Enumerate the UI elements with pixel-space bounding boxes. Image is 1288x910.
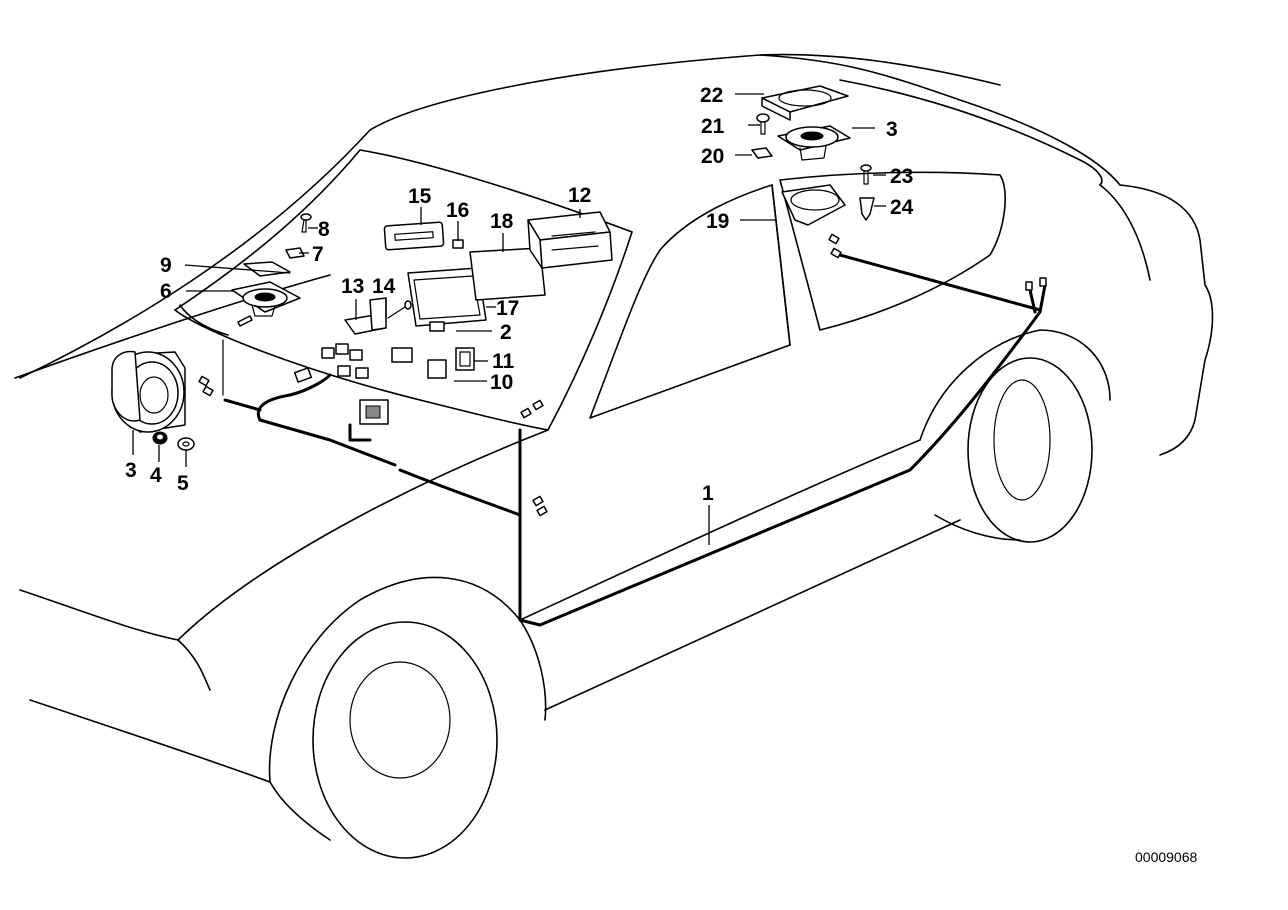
callout-14: 14: [372, 275, 396, 298]
callout-2: 2: [500, 321, 512, 344]
callout-20: 20: [701, 145, 724, 168]
radio-frame-part: [407, 267, 487, 327]
callout-7: 7: [312, 243, 324, 266]
callout-6: 6: [160, 280, 172, 303]
bracket-part: [344, 297, 387, 335]
small-plug-part: [452, 239, 464, 249]
callout-4: 4: [150, 464, 162, 487]
rear-screw-part: [860, 164, 872, 185]
radio-unit-part: [383, 221, 445, 251]
callout-24: 24: [890, 196, 914, 219]
callout-12: 12: [568, 184, 591, 207]
mount-screw-part: [237, 315, 253, 327]
callout-labels: 1 2 3 3 4 5 6 7 8 9 10 11 12 13 14 15 16…: [125, 84, 914, 505]
washer-part: [177, 437, 195, 451]
rear-speaker-cover-part: [761, 85, 849, 121]
wiring-harness: [198, 233, 1047, 627]
connector-plug-door: [532, 495, 548, 517]
expanding-rivet-part: [859, 197, 875, 221]
callout-1: 1: [702, 482, 714, 505]
callout-5: 5: [177, 472, 189, 495]
callout-22: 22: [700, 84, 723, 107]
speaker-clip-part: [751, 147, 773, 159]
callout-8: 8: [318, 218, 330, 241]
tweeter-speaker-part: [231, 281, 301, 317]
harness-connector-cluster: [293, 343, 369, 383]
callout-23: 23: [890, 165, 913, 188]
switch-part: [455, 347, 475, 371]
callout-11: 11: [492, 350, 515, 373]
callout-18: 18: [490, 210, 514, 233]
speaker-cover-part: [243, 261, 291, 277]
callout-10: 10: [490, 371, 513, 394]
callout-21: 21: [701, 115, 725, 138]
mounting-cage-part: [527, 211, 613, 269]
connector-part: [429, 321, 445, 332]
catalog-number: 00009068: [1135, 849, 1198, 865]
clip-part: [285, 247, 305, 259]
screw-part-front: [300, 213, 312, 233]
bolt-part: [387, 300, 412, 319]
callout-9: 9: [160, 254, 172, 277]
nut-part: [152, 431, 168, 445]
callout-3-front: 3: [125, 459, 137, 482]
rear-speaker-part: [777, 125, 851, 161]
callout-13: 13: [341, 275, 364, 298]
callout-19: 19: [706, 210, 729, 233]
callout-3-rear: 3: [886, 118, 898, 141]
module-part: [427, 359, 447, 379]
connector-plug-front-left: [198, 375, 214, 397]
plug-housing-part: [391, 347, 413, 363]
connector-plug-rear: [828, 233, 1047, 291]
callout-15: 15: [408, 185, 432, 208]
screw-part-rear: [756, 113, 770, 135]
car-body-outline: [14, 53, 1214, 859]
front-speaker-part: [111, 350, 186, 433]
leader-lines: [132, 93, 886, 545]
connector-plug-dash: [520, 399, 544, 419]
shelf-speaker-part: [781, 184, 846, 226]
callout-17: 17: [496, 297, 519, 320]
callout-16: 16: [446, 199, 469, 222]
junction-block-part: [359, 399, 389, 425]
trim-panel-part: [469, 247, 546, 301]
